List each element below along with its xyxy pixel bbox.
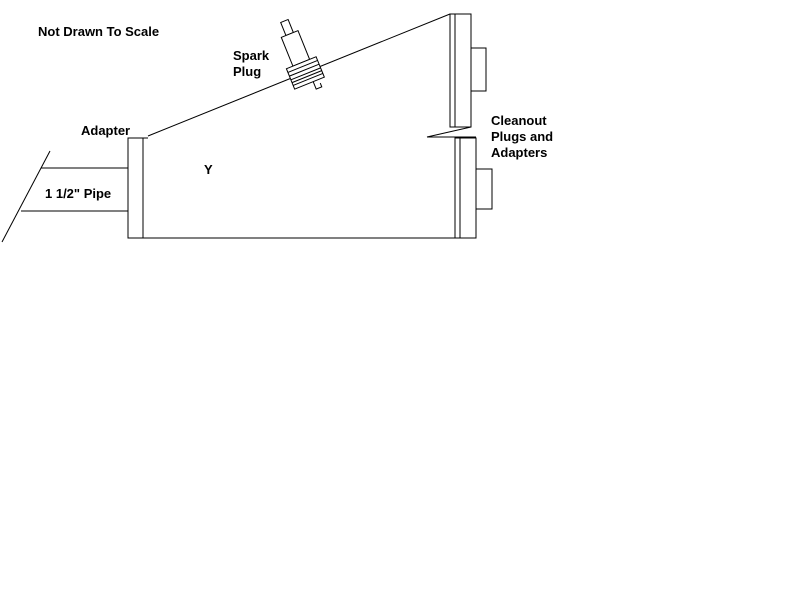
y-fitting-label: Y — [204, 162, 213, 177]
spark-plug-thread-5 — [292, 72, 324, 86]
upper-cleanout-flange — [426, 126, 472, 138]
adapter-label: Adapter — [81, 123, 131, 138]
lower-cleanout-adapter — [454, 137, 477, 239]
spark-plug-thread-1 — [287, 59, 318, 73]
spark-plug-thread-4 — [291, 70, 322, 84]
spark-plug-label-line1: Spark — [233, 48, 270, 63]
spark-plug-thread-2 — [289, 63, 320, 77]
upper-cleanout — [426, 13, 487, 138]
lower-cleanout-plug — [475, 168, 493, 210]
adapter-body — [127, 137, 144, 239]
spark-plug-label-line2: Plug — [233, 64, 262, 79]
scale-note: Not Drawn To Scale — [38, 24, 160, 39]
upper-cleanout-plug — [470, 47, 487, 92]
lower-cleanout — [427, 136, 493, 239]
adapter — [127, 137, 144, 239]
cleanout-label-line3: Adapters — [491, 145, 548, 160]
upper-cleanout-adapter — [449, 13, 472, 128]
spark-plug — [280, 18, 325, 90]
pipe-break-line — [1, 150, 51, 243]
spark-plug-thread-3 — [290, 67, 321, 81]
cleanout-label-line1: Cleanout — [491, 113, 547, 128]
spark-plug-electrode — [312, 81, 323, 90]
pipe — [1, 150, 128, 243]
cleanout-label-line2: Plugs and — [491, 129, 554, 144]
pipe-label: 1 1/2" Pipe — [45, 186, 112, 201]
